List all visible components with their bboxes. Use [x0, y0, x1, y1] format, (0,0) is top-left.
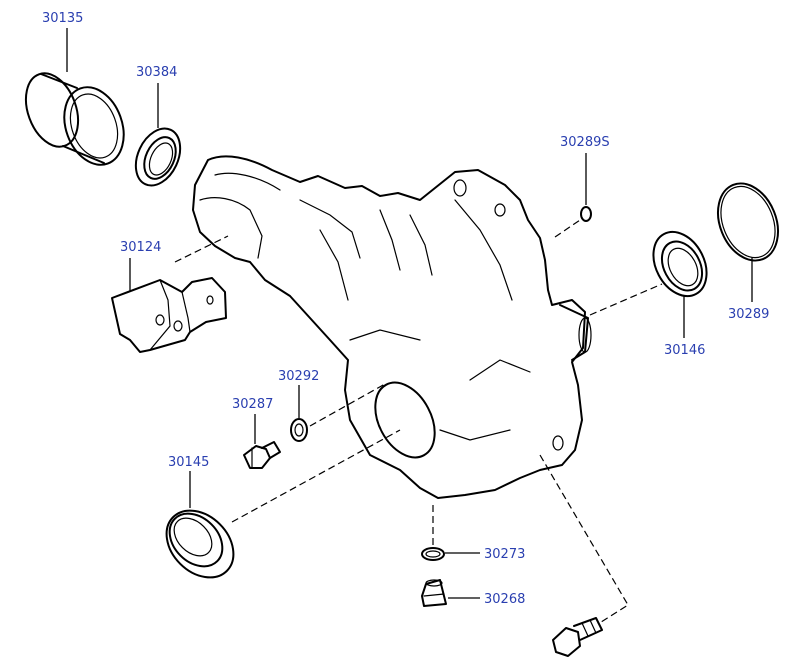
part-30289s-o-ring — [580, 206, 592, 222]
label-30146: 30146 — [664, 343, 705, 358]
label-30145: 30145 — [168, 455, 209, 470]
part-labels: 30135 30384 30124 30289S 30289 30146 302… — [42, 11, 769, 607]
part-30273-ring — [421, 547, 445, 561]
label-30135: 30135 — [42, 11, 83, 26]
part-30145-seal — [165, 509, 235, 579]
label-30289s: 30289S — [560, 135, 610, 150]
part-30384-seal — [134, 127, 182, 187]
part-30135-sleeve — [24, 72, 125, 166]
part-30292-washer — [290, 418, 308, 442]
part-30287-plug — [243, 441, 281, 469]
label-30292: 30292 — [278, 369, 319, 384]
label-30268: 30268 — [484, 592, 525, 607]
part-30124-bracket — [111, 277, 227, 353]
assembly-lines — [174, 217, 663, 625]
part-30268-plug — [421, 579, 447, 607]
label-30124: 30124 — [120, 240, 161, 255]
bolt-part — [552, 617, 603, 657]
part-30146-seal — [652, 230, 708, 298]
part-30289-o-ring — [717, 182, 779, 262]
leader-lines — [66, 28, 753, 599]
label-30287: 30287 — [232, 397, 273, 412]
label-30289: 30289 — [728, 307, 769, 322]
label-30273: 30273 — [484, 547, 525, 562]
label-30384: 30384 — [136, 65, 177, 80]
pump-housing — [192, 155, 592, 499]
